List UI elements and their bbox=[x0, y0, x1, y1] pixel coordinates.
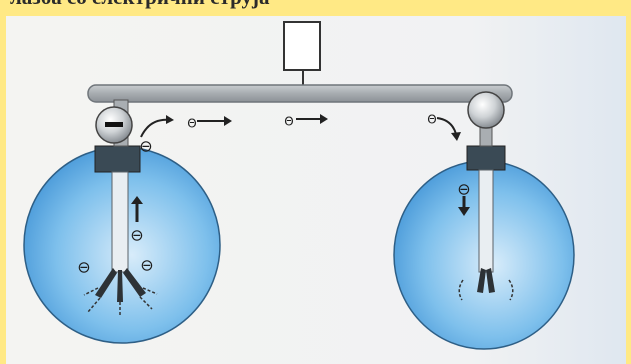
right-insulator-plug bbox=[466, 145, 506, 171]
connecting-bar bbox=[87, 84, 513, 103]
left-leaf-center bbox=[117, 270, 123, 302]
left-knob-minus-sign bbox=[105, 122, 123, 127]
right-leaf-left bbox=[477, 268, 486, 293]
figure-caption: лазба со електрични струја bbox=[10, 0, 270, 10]
left-insulator-plug bbox=[94, 145, 141, 173]
left-free-electron: ⊖ bbox=[139, 137, 152, 156]
left-dashed-arrow-4 bbox=[142, 287, 158, 295]
flow-electron-1: Θ bbox=[187, 117, 196, 131]
right-rod bbox=[478, 169, 494, 273]
left-dashed-arrow-3 bbox=[83, 287, 99, 296]
hanging-box bbox=[283, 21, 321, 71]
right-electroscope bbox=[393, 91, 575, 350]
left-leaf-right bbox=[123, 268, 146, 297]
left-electroscope bbox=[23, 99, 221, 344]
flow-electron-2: Θ bbox=[284, 115, 293, 129]
left-rod-electron: ⊖ bbox=[130, 226, 143, 245]
left-dashed-arrow-2 bbox=[139, 296, 153, 310]
left-up-arrowhead bbox=[131, 196, 143, 204]
right-dashed-arrow-2 bbox=[508, 279, 514, 301]
right-curved-arrow bbox=[436, 117, 457, 135]
left-rod bbox=[111, 171, 129, 273]
left-dashed-arrow-1 bbox=[87, 297, 101, 313]
flow-electron-3: Θ bbox=[427, 113, 436, 127]
right-down-arrowhead bbox=[458, 207, 470, 216]
left-leaf-left bbox=[95, 268, 117, 298]
right-dashed-arrow-1 bbox=[458, 279, 464, 301]
right-rod-electron: ⊖ bbox=[457, 180, 470, 199]
charge-symbols: ⊖ Θ Θ Θ ⊖ ⊖ ⊖ ⊖ bbox=[77, 113, 470, 277]
left-leaf-charge-1: ⊖ bbox=[77, 258, 90, 277]
right-leaf-right bbox=[486, 268, 495, 293]
left-leaf-charge-2: ⊖ bbox=[140, 256, 153, 275]
right-knob bbox=[467, 91, 505, 129]
electron-flow-arrows bbox=[140, 117, 457, 138]
flow-arrowheads bbox=[166, 114, 461, 141]
